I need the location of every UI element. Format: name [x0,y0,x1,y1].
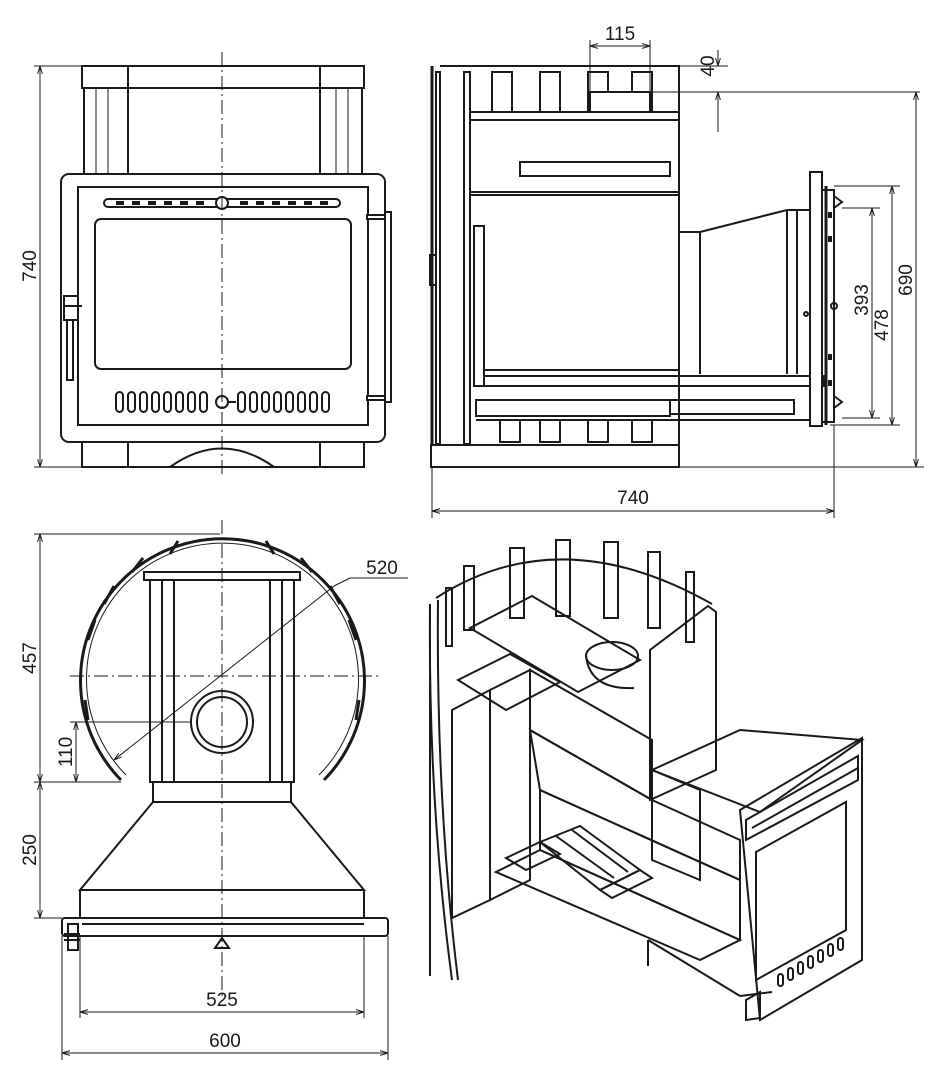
tunnel-length-label: 250 [20,834,41,866]
front-base [81,441,365,468]
shell-ribs [83,540,361,721]
shell-diameter-label: 520 [366,558,398,579]
isometric-view [428,539,865,1022]
flue-offset-label: 40 [698,55,719,76]
grate [483,375,825,387]
door-notches [828,212,832,386]
door-outer-height-label: 478 [872,309,893,341]
total-height-label: 690 [896,264,917,296]
top-slots [116,201,328,205]
iso-door-plate [738,736,863,1022]
flue-offset-top-label: 110 [56,737,77,767]
door-plate [809,171,823,427]
baffle [519,161,671,177]
front-left-post [83,87,129,175]
side-base [430,444,680,468]
front-glass [94,218,352,370]
front-frame [60,173,386,443]
inner-width-label: 525 [206,990,238,1011]
side-view: 115 40 393 478 690 740 [429,24,924,518]
front-top-cap [81,65,365,89]
iso-door-slots [777,937,844,987]
outer-width-label: 600 [209,1031,241,1052]
front-height-label: 740 [20,250,41,282]
front-right-post [319,87,363,175]
flue-collar [589,91,651,113]
iso-shell-ribs [445,539,695,647]
ash-pan [475,399,671,417]
top-view: 520 457 110 250 525 600 [20,520,408,1060]
door-inner-height-label: 393 [852,284,873,316]
front-view: 740 [20,52,392,478]
iso-grate-bars [503,824,654,900]
top-depth-label: 457 [20,642,41,674]
flue-width-label: 115 [605,24,635,45]
iso-top-plate [467,594,643,694]
front-air-slots [115,391,330,413]
top-door-plate [61,917,389,937]
side-depth-label: 740 [617,488,649,509]
iso-left-wall [451,688,491,920]
